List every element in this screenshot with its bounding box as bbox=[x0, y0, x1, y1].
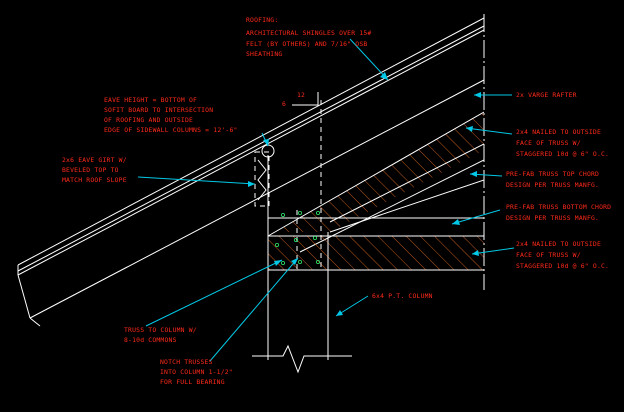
bottom-chord-leader bbox=[451, 209, 501, 225]
note-line: PRE-FAB TRUSS TOP CHORD bbox=[506, 170, 599, 178]
roofing-leader bbox=[349, 38, 389, 81]
note-line: FOR FULL BEARING bbox=[160, 378, 225, 386]
arrow-head bbox=[274, 260, 282, 266]
note-line: 2x4 NAILED TO OUTSIDE bbox=[516, 128, 601, 136]
note-truss-to-column: TRUSS TO COLUMN W/ 8-10d COMMONS bbox=[124, 326, 197, 344]
nail-dot bbox=[274, 242, 279, 247]
note-line: MATCH ROOF SLOPE bbox=[62, 176, 127, 184]
arrow-head bbox=[380, 72, 388, 80]
notch-leader bbox=[209, 257, 299, 362]
top-chord-group bbox=[267, 111, 484, 253]
note-line: FACE OF TRUSS W/ bbox=[516, 139, 581, 147]
note-line: FACE OF TRUSS W/ bbox=[516, 251, 581, 259]
note-line: 2x VARGE RAFTER bbox=[516, 91, 577, 99]
slope-run-text: 12 bbox=[297, 91, 305, 99]
note-line: ROOFING: bbox=[246, 16, 278, 24]
note-line: FELT (BY OTHERS) AND 7/16" OSB bbox=[246, 40, 367, 48]
note-line: OF ROOFING AND OUTSIDE bbox=[104, 116, 193, 124]
fascia-cut bbox=[17, 274, 31, 319]
note-line: ARCHITECTURAL SHINGLES OVER 15# bbox=[246, 29, 371, 37]
note-line: INTO COLUMN 1-1/2" bbox=[160, 368, 233, 376]
note-eave: EAVE HEIGHT = BOTTOM OF SOFIT BOARD TO I… bbox=[104, 96, 238, 134]
top-chord-top bbox=[267, 111, 484, 237]
arrow-head bbox=[452, 219, 460, 225]
bottom-chord-hatch bbox=[268, 236, 484, 270]
note-line: NOTCH TRUSSES bbox=[160, 358, 213, 366]
slope-indicator: 12 6 bbox=[282, 91, 319, 108]
note-line: TRUSS TO COLUMN W/ bbox=[124, 326, 197, 334]
roof-line-top bbox=[17, 17, 485, 266]
arrow-head bbox=[472, 250, 479, 256]
note-line: STAGGERED 10d @ 6" O.C. bbox=[516, 262, 609, 270]
note-nailed-bottom: 2x4 NAILED TO OUTSIDE FACE OF TRUSS W/ S… bbox=[516, 240, 609, 270]
leaders bbox=[137, 38, 515, 362]
note-line: EAVE HEIGHT = BOTTOM OF bbox=[104, 96, 197, 104]
arrow-head bbox=[248, 181, 255, 187]
nailed-bottom-leader bbox=[471, 247, 515, 255]
note-line: 8-10d COMMONS bbox=[124, 336, 177, 344]
slope-rise-text: 6 bbox=[282, 100, 286, 108]
note-rafter: 2x VARGE RAFTER bbox=[516, 91, 577, 99]
arrow-head bbox=[291, 258, 298, 265]
note-line: 2x6 EAVE GIRT W/ bbox=[62, 156, 127, 164]
note-column: 6x4 P.T. COLUMN bbox=[372, 292, 433, 300]
nail-dot bbox=[312, 235, 317, 240]
slope-triangle bbox=[292, 92, 319, 106]
nailed-top-leader bbox=[465, 127, 513, 135]
girt-zigzag bbox=[257, 159, 267, 201]
roof-line-3 bbox=[17, 29, 485, 276]
nail-dot bbox=[293, 237, 298, 242]
note-line: SHEATHING bbox=[246, 50, 282, 58]
verge-rafter-bottom bbox=[29, 79, 485, 319]
nail-dot bbox=[280, 212, 285, 217]
arrow-head bbox=[474, 92, 481, 98]
break-line bbox=[252, 344, 352, 374]
note-line: STAGGERED 10d @ 6" O.C. bbox=[516, 150, 609, 158]
arrow-head bbox=[470, 171, 477, 177]
girt-leader bbox=[137, 176, 256, 185]
roof-lines bbox=[17, 17, 485, 327]
note-line: DESIGN PER TRUSS MANFG. bbox=[506, 181, 599, 189]
note-line: EDGE OF SIDEWALL COLUMNS = 12'-6" bbox=[104, 126, 238, 134]
truss-column-leader bbox=[145, 259, 283, 327]
truss-web-line bbox=[329, 179, 484, 233]
note-line: SOFIT BOARD TO INTERSECTION bbox=[104, 106, 213, 114]
note-bottom-chord: PRE-FAB TRUSS BOTTOM CHORD DESIGN PER TR… bbox=[506, 203, 611, 222]
roof-line-2 bbox=[17, 25, 485, 272]
eave-girt-group bbox=[254, 144, 275, 207]
nail-dot bbox=[280, 260, 285, 265]
arrow-head bbox=[263, 139, 269, 146]
bottom-chord-group bbox=[268, 217, 484, 271]
note-roofing: ROOFING: ARCHITECTURAL SHINGLES OVER 15#… bbox=[246, 16, 371, 58]
nails bbox=[274, 210, 320, 265]
note-girt: 2x6 EAVE GIRT W/ BEVELED TOP TO MATCH RO… bbox=[62, 156, 127, 184]
soffit-end bbox=[29, 317, 41, 327]
top-chord-bottom bbox=[329, 143, 484, 223]
note-line: 6x4 P.T. COLUMN bbox=[372, 292, 433, 300]
note-top-chord: PRE-FAB TRUSS TOP CHORD DESIGN PER TRUSS… bbox=[506, 170, 599, 189]
note-nailed-top: 2x4 NAILED TO OUTSIDE FACE OF TRUSS W/ S… bbox=[516, 128, 609, 158]
eave-girt bbox=[254, 151, 270, 207]
nail-dot bbox=[315, 259, 320, 264]
nail-dot bbox=[297, 210, 302, 215]
arrow-head bbox=[466, 126, 473, 132]
nail-dot bbox=[297, 259, 302, 264]
note-line: BEVELED TOP TO bbox=[62, 166, 119, 174]
nail-dot bbox=[315, 210, 320, 215]
note-line: 2x4 NAILED TO OUTSIDE bbox=[516, 240, 601, 248]
arrow-head bbox=[336, 310, 343, 316]
note-line: PRE-FAB TRUSS BOTTOM CHORD bbox=[506, 203, 611, 211]
note-line: DESIGN PER TRUSS MANFG. bbox=[506, 214, 599, 222]
note-notch: NOTCH TRUSSES INTO COLUMN 1-1/2" FOR FUL… bbox=[160, 358, 233, 386]
